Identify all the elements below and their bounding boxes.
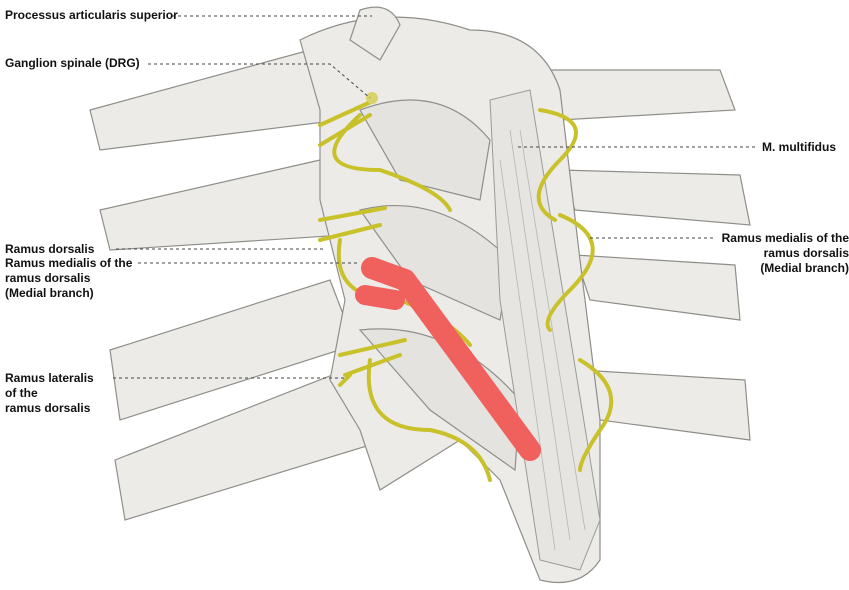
transverse-process — [539, 69, 736, 121]
nerves — [318, 98, 614, 482]
highlight-marker — [361, 257, 541, 461]
multifidus-muscle — [489, 89, 601, 571]
label-line: ramus dorsalis — [5, 271, 91, 285]
label-line: (Medial branch) — [760, 261, 849, 275]
nerve — [366, 358, 492, 482]
transverse-process — [574, 254, 741, 321]
nerve — [536, 108, 578, 222]
ganglion — [366, 92, 378, 104]
label-line: of the — [5, 386, 38, 400]
label-line: ramus dorsalis — [5, 401, 91, 415]
leader-lines — [113, 15, 757, 379]
nerve — [332, 113, 452, 212]
label-line: Ramus lateralis — [5, 371, 94, 385]
label-ramus-medialis-right: Ramus medialis of the ramus dorsalis (Me… — [700, 231, 849, 276]
label-multifidus: M. multifidus — [762, 140, 836, 154]
label-line: Ramus medialis of the — [5, 256, 133, 270]
label-ramus-lateralis: Ramus lateralis of the ramus dorsalis — [5, 371, 94, 416]
label-line: (Medial branch) — [5, 286, 94, 300]
label-ganglion-spinale: Ganglion spinale (DRG) — [5, 56, 140, 70]
nerve — [578, 358, 614, 472]
label-ramus-dorsalis: Ramus dorsalis — [5, 242, 95, 256]
transverse-process — [99, 159, 346, 251]
label-line: ramus dorsalis — [763, 246, 849, 260]
nerve — [545, 213, 595, 332]
nerve — [318, 206, 387, 242]
spinous-process — [359, 99, 491, 201]
transverse-process — [559, 169, 751, 226]
label-line: Ramus medialis of the — [721, 231, 849, 245]
nerve — [338, 338, 407, 377]
label-ramus-medialis-left: Ramus medialis of the ramus dorsalis (Me… — [5, 256, 132, 301]
nerve — [338, 373, 352, 387]
processus-articularis — [349, 6, 401, 61]
label-processus-articularis: Processus articularis superior — [5, 8, 178, 22]
